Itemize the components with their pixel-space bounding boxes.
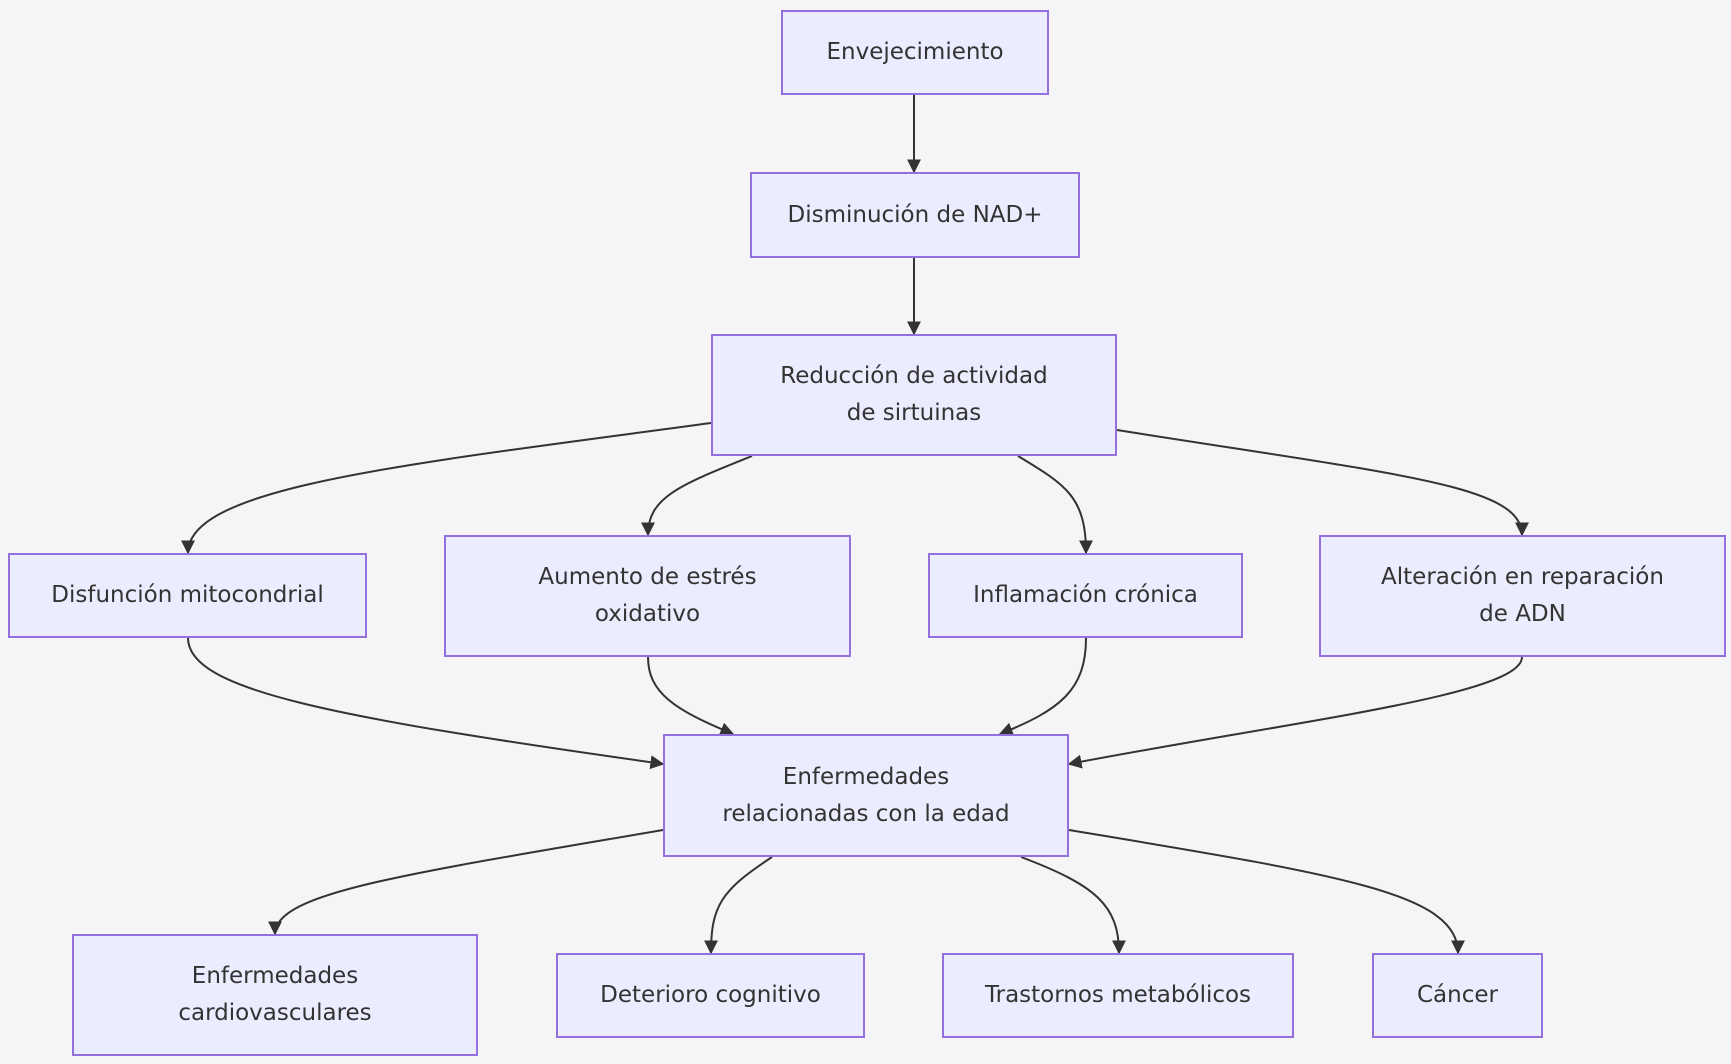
edge-mito-enfermedades: [187, 637, 665, 770]
node-trastornos-metabolicos: Trastornos metabólicos: [942, 953, 1294, 1038]
node-envejecimiento: Envejecimiento: [781, 10, 1049, 95]
edge-sirtuinas-mito: [181, 422, 712, 555]
node-deterioro-cognitivo: Deterioro cognitivo: [556, 953, 865, 1038]
edge-enfermedades-metabolicos: [1020, 856, 1126, 955]
edge-sirtuinas-oxidativo: [641, 455, 753, 537]
edge-adn-enfermedades: [1067, 656, 1523, 769]
edge-oxidativo-enfermedades: [647, 656, 735, 736]
edge-inflamacion-enfermedades: [998, 637, 1087, 736]
node-inflamacion-cronica: Inflamación crónica: [928, 553, 1243, 638]
node-cancer: Cáncer: [1372, 953, 1543, 1038]
node-disfuncion-mitocondrial: Disfunción mitocondrial: [8, 553, 367, 638]
edge-sirtuinas-inflamacion: [1017, 455, 1093, 555]
edge-enfermedades-cognitivo: [704, 856, 773, 955]
node-reparacion-adn: Alteración en reparación de ADN: [1319, 535, 1726, 657]
node-estres-oxidativo: Aumento de estrés oxidativo: [444, 535, 851, 657]
edge-sirtuinas-adn: [1116, 429, 1529, 537]
edge-enfermedades-cardio: [268, 829, 664, 936]
node-enfermedades-edad: Enfermedades relacionadas con la edad: [663, 734, 1069, 857]
node-disminucion-nad: Disminución de NAD+: [750, 172, 1080, 258]
node-reduccion-sirtuinas: Reducción de actividad de sirtuinas: [711, 334, 1117, 456]
edge-enfermedades-cancer: [1068, 829, 1465, 955]
node-enfermedades-cardiovasculares: Enfermedades cardiovasculares: [72, 934, 478, 1056]
